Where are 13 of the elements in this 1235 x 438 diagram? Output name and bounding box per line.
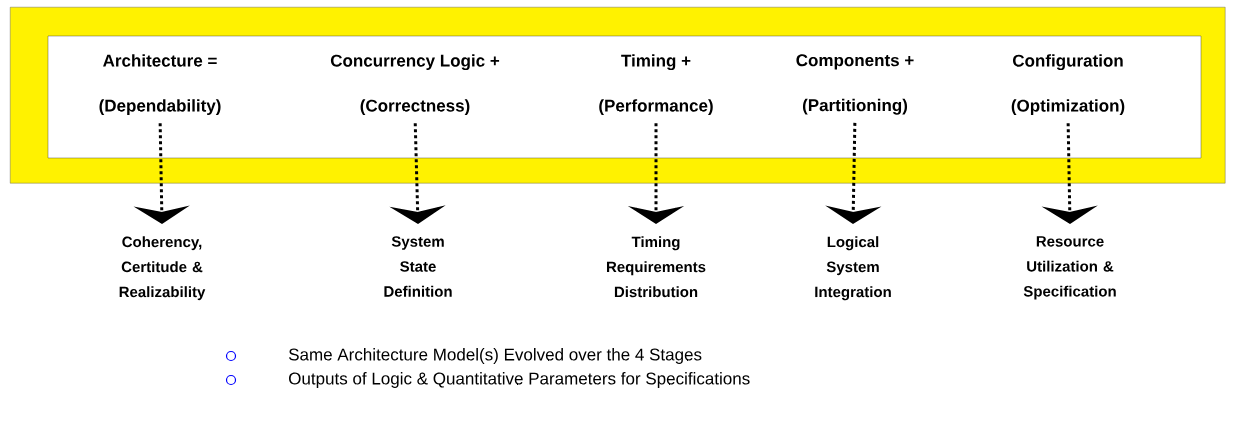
output-label: Resource Utilization & Specification — [1023, 236, 1116, 300]
column-label: Architecture = (Dependability) — [99, 54, 221, 116]
bullet-text: Outputs of Logic & Quantitative Parameters for Specifications — [289, 372, 750, 388]
bullet-text: Same Architecture Model(s) Evolved over the 4 Stages — [289, 348, 702, 364]
column-label: Concurrency Logic + (Correctness) — [330, 54, 500, 116]
column-label: Timing + (Performance) — [599, 54, 713, 116]
output-label: System State Definition — [384, 236, 452, 297]
output-label: Coherency, Certitude & Realizability — [119, 236, 206, 301]
column-label: Components + (Partitioning) — [796, 54, 914, 115]
band-frame — [10, 7, 1226, 184]
output-label: Timing Requirements Distribution — [607, 236, 706, 298]
column-label: Configuration (Optimization) — [1011, 54, 1125, 116]
output-label: Logical System Integration — [815, 236, 891, 301]
